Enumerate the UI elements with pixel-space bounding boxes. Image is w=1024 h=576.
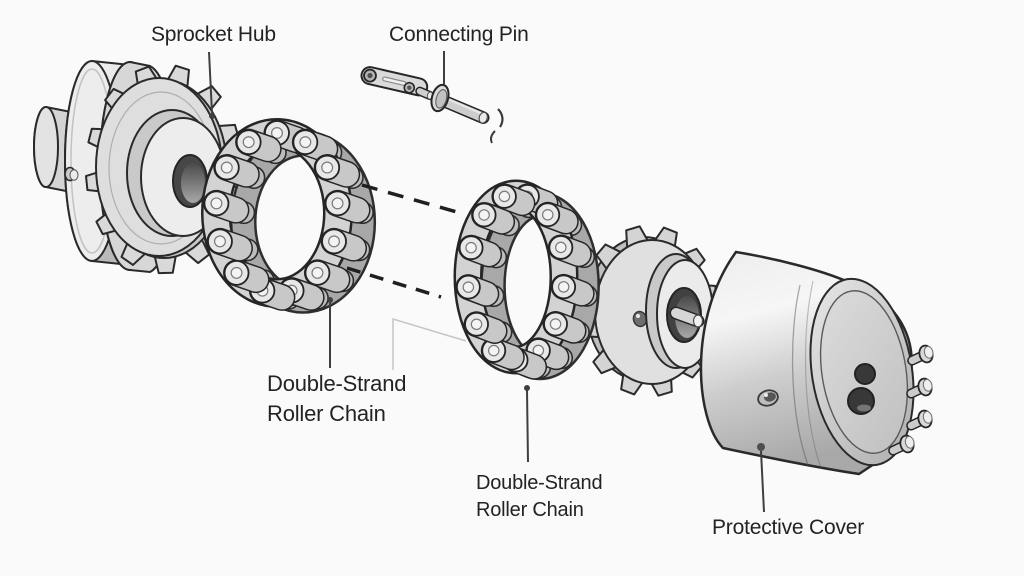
roller-chain-center-label-line1: Double-Strand: [476, 472, 603, 494]
pin-motion-tick-lower: [490, 130, 496, 144]
center-sprocket-hole-highlight: [636, 314, 640, 318]
roller-chain-left-label-line1: Double-Strand: [267, 371, 407, 396]
roller-chain-left-drawing: [201, 118, 377, 314]
hub-bore-wall: [181, 163, 205, 203]
center-sprocket-drawing: [579, 225, 719, 397]
leader-chain-center: [526, 389, 529, 463]
roller-chain-left-label-line2: Roller Chain: [267, 400, 386, 426]
leader-lines: [208, 51, 765, 513]
hub-rear-boss-face: [33, 106, 59, 188]
leader-sprocket-hub: [208, 51, 213, 114]
leader-dot-protective-cover: [757, 443, 765, 451]
leader-dot-chain-center: [524, 385, 530, 391]
pin-motion-tick-upper: [497, 108, 504, 128]
protective-cover-drawing: [699, 250, 915, 476]
cover-screw-hole: [757, 389, 779, 407]
leader-dot-sprocket-hub: [209, 113, 215, 119]
shaft-end: [692, 314, 704, 328]
connecting-pin-drawing: [360, 66, 504, 144]
cover-keyhole-bore: [847, 363, 876, 415]
roller-chain-left-label: Double-Strand Roller Chain: [267, 369, 406, 429]
cover-ridge-line-2: [804, 280, 822, 469]
dashed-line-top: [361, 183, 458, 214]
dashed-line-bottom: [346, 266, 442, 299]
sprocket-hub-drawing: [33, 59, 244, 275]
sprocket-hub-label: Sprocket Hub: [151, 23, 276, 46]
roller-chain-center-label-line2: Roller Chain: [476, 499, 584, 522]
cover-screw-1: [909, 344, 935, 366]
leader-protective-cover: [760, 450, 765, 513]
roller-chain-center-label: Double-Strand Roller Chain: [476, 470, 603, 524]
leader-chain-left-alt: [392, 317, 467, 370]
hub-knob-face: [69, 169, 79, 181]
cover-ridge-line-1: [791, 284, 809, 466]
chain-link-plate: [360, 66, 435, 101]
connecting-pin-label: Connecting Pin: [389, 23, 529, 46]
protective-cover-label: Protective Cover: [712, 516, 865, 539]
connecting-pin-part: [430, 83, 490, 124]
leader-dot-chain-left: [327, 297, 333, 303]
roller-chain-center-drawing: [453, 179, 600, 381]
